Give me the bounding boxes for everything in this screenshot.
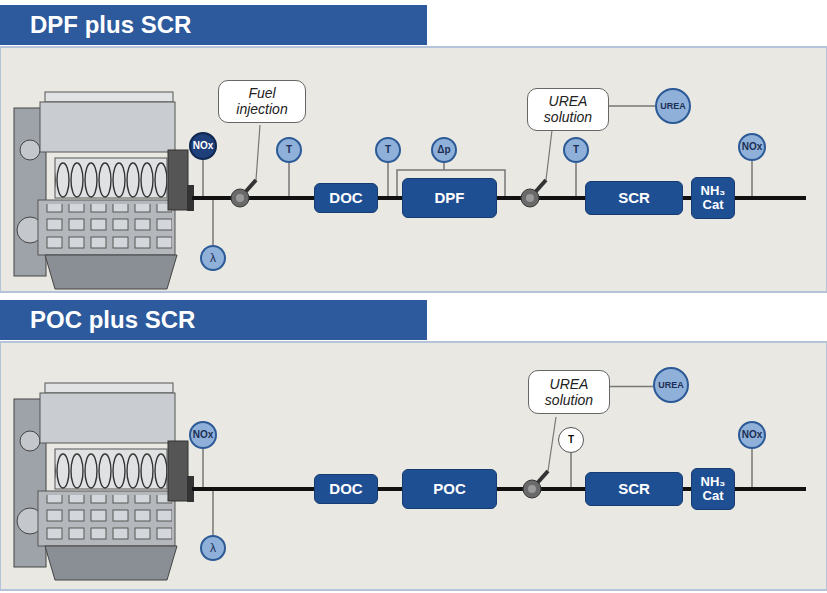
panel-heading: POC plus SCR — [0, 300, 427, 340]
component-box: SCR — [585, 181, 683, 215]
callout-link — [610, 386, 653, 388]
sensor-label: T — [385, 145, 391, 155]
sensor-label: Δp — [437, 145, 450, 155]
tank-label: UREA — [658, 381, 684, 390]
sensor-label: NOx — [193, 430, 214, 440]
sensor-circle: T — [375, 137, 401, 163]
sensor-label: NOx — [742, 430, 763, 440]
panel-ground — [0, 47, 827, 292]
sensor-label: T — [573, 145, 579, 155]
component-label: SCR — [618, 481, 650, 498]
sensor-circle: NOx — [189, 132, 217, 160]
callout-box: UREA solution — [527, 88, 609, 131]
sensor-label: T — [286, 145, 292, 155]
component-box: DOC — [314, 474, 378, 504]
callout-box: Fuel injection — [218, 80, 306, 123]
sensor-circle: λ — [200, 535, 226, 561]
component-box: SCR — [585, 472, 683, 506]
injector-symbol — [521, 130, 552, 207]
callout-text: UREA solution — [532, 93, 604, 125]
sensor-label: λ — [210, 252, 216, 264]
sensor-circle: NOx — [738, 421, 766, 449]
component-label: NH₃ Cat — [695, 475, 731, 504]
engine-illustration — [14, 92, 194, 289]
exhaust-pipe — [378, 487, 402, 491]
engine-illustration — [14, 383, 194, 580]
component-box: DPF — [402, 178, 497, 218]
component-label: DOC — [329, 481, 362, 498]
tank-circle: UREA — [653, 367, 689, 403]
sensor-circle: Δp — [431, 137, 457, 163]
sensor-circle: λ — [200, 245, 226, 271]
component-box: POC — [402, 469, 497, 509]
exhaust-pipe — [497, 196, 585, 200]
component-box: NH₃ Cat — [691, 468, 735, 510]
callout-box: UREA solution — [528, 370, 610, 414]
exhaust-pipe — [683, 487, 691, 491]
sensor-circle: T — [558, 427, 584, 453]
exhaust-pipe — [683, 196, 691, 200]
sensor-lines — [203, 160, 752, 535]
callout-text: UREA solution — [533, 376, 605, 408]
component-label: DOC — [329, 190, 362, 207]
panel-ground — [0, 342, 827, 590]
sensor-circle: NOx — [189, 421, 217, 449]
callout-link — [609, 105, 655, 107]
component-label: SCR — [618, 190, 650, 207]
tank-label: UREA — [660, 102, 686, 111]
sensor-circle: T — [276, 137, 302, 163]
sensor-circle: NOx — [738, 133, 766, 161]
sensor-label: λ — [210, 542, 216, 554]
component-label: DPF — [435, 190, 465, 207]
component-box: NH₃ Cat — [691, 177, 735, 219]
component-box: DOC — [314, 183, 378, 213]
component-label: NH₃ Cat — [695, 184, 731, 213]
sensor-label: NOx — [193, 141, 214, 151]
sensor-circle: T — [563, 137, 589, 163]
diagram-panel: POC plus SCR NOx λ DOC POC UREA solution UREA T… — [0, 300, 827, 590]
panel-heading: DPF plus SCR — [0, 5, 427, 45]
injector-symbol — [523, 417, 556, 498]
diagram-panel: DPF plus SCR NOx λ Fuel injectionT DOC T ΔpDPF… — [0, 5, 827, 292]
exhaust-pipe — [378, 196, 402, 200]
injector-symbol — [231, 125, 260, 207]
tank-circle: UREA — [655, 88, 691, 124]
callout-text: Fuel injection — [223, 85, 301, 117]
sensor-label: T — [568, 435, 574, 445]
component-label: POC — [433, 481, 466, 498]
sensor-label: NOx — [742, 142, 763, 152]
exhaust-pipe — [192, 198, 806, 489]
